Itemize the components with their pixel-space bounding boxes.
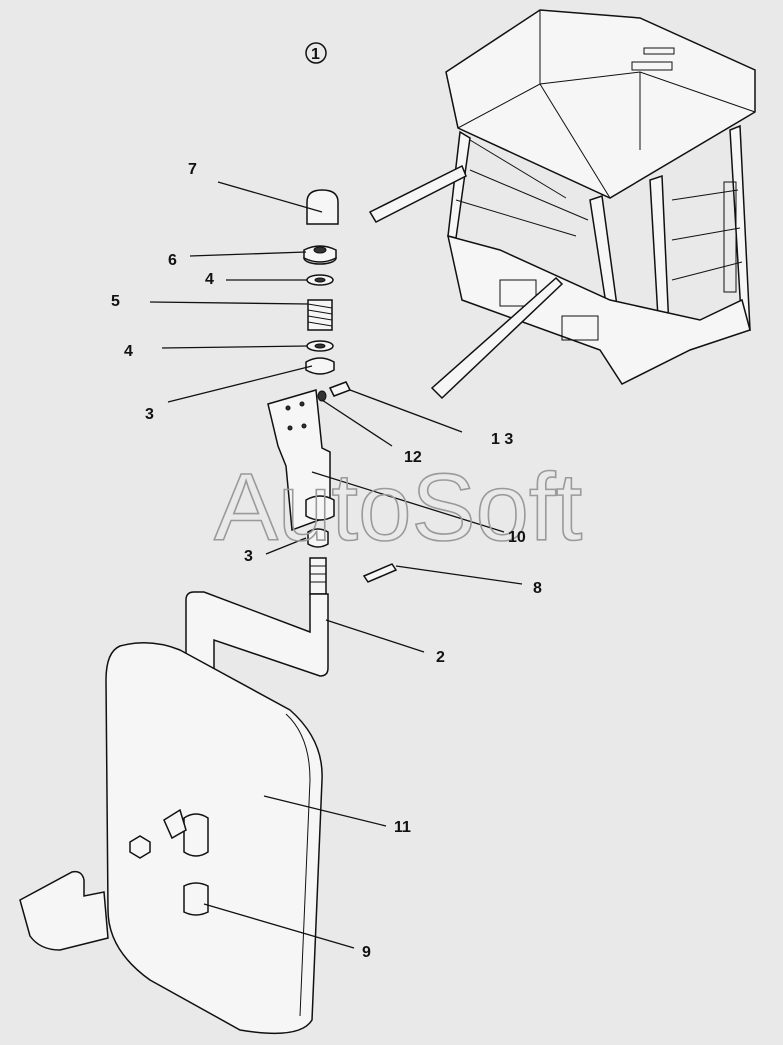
callout-3b: 3 — [244, 548, 253, 565]
lock-washer-part — [317, 390, 327, 402]
clip-part — [19, 870, 109, 951]
callout-4a: 4 — [205, 271, 214, 288]
mirror-part — [105, 642, 323, 1035]
spring-part — [307, 299, 333, 331]
pin-part — [362, 563, 398, 583]
callout-6: 6 — [168, 252, 177, 269]
callout-5: 5 — [111, 293, 120, 310]
callout-2: 2 — [436, 649, 445, 666]
callout-10: 10 — [508, 529, 526, 546]
callout-3a: 3 — [145, 406, 154, 423]
callout-4b: 4 — [124, 343, 133, 360]
tractor-cab-illustration — [368, 9, 756, 400]
callout-11: 11 — [394, 819, 411, 836]
bushing-part-top — [305, 357, 335, 375]
view-marker: 1 — [311, 46, 320, 63]
callout-9: 9 — [362, 944, 371, 961]
bushing-part-bottom — [307, 528, 329, 548]
callout-13: 1 3 — [491, 431, 513, 448]
cap-part — [306, 189, 339, 225]
bolt-part — [328, 381, 352, 397]
nut-part — [303, 245, 337, 265]
callout-7: 7 — [188, 161, 197, 178]
callout-8: 8 — [533, 580, 542, 597]
watermark-text: AutoSoft — [214, 454, 582, 561]
leader-lines — [149, 181, 523, 949]
callout-12: 12 — [404, 449, 422, 466]
